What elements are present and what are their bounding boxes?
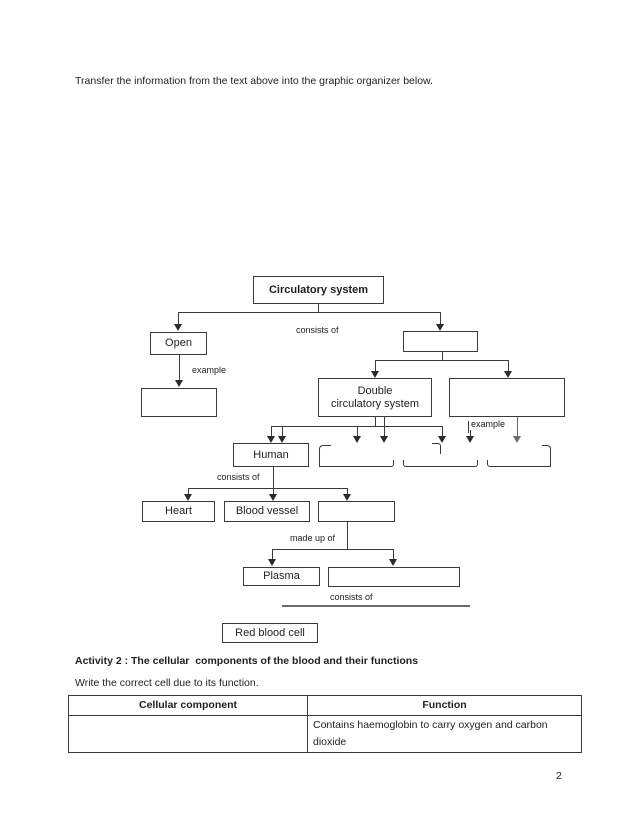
connector-line (347, 489, 348, 495)
answer-line (282, 605, 470, 607)
activity-heading: Activity 2 : The cellular components of … (75, 655, 419, 667)
connector-line (271, 427, 272, 436)
arrow-down-icon (343, 494, 351, 501)
connector-line (517, 417, 518, 436)
connector-line (347, 521, 348, 549)
arrow-down-icon (269, 494, 277, 501)
label-example: example (471, 419, 506, 429)
connector-line (271, 426, 443, 427)
arrow-down-icon (436, 324, 444, 331)
bracket-box-corner (432, 443, 441, 454)
arrow-down-icon (389, 559, 397, 566)
blank-box (141, 388, 217, 417)
label-consists-of: consists of (330, 592, 373, 602)
arrow-down-icon (513, 436, 521, 443)
connector-line (393, 550, 394, 560)
table-cell-function: Contains haemoglobin to carry oxygen and… (307, 715, 582, 753)
arrow-down-icon (353, 436, 361, 443)
connector-line (273, 489, 274, 495)
arrow-down-icon (504, 371, 512, 378)
connector-line (188, 488, 348, 489)
page-number: 2 (556, 770, 562, 782)
connector-line (384, 417, 385, 436)
node-double-circulatory-system: Double circulatory system (318, 378, 432, 417)
bracket-box-segment (403, 460, 478, 467)
connector-line (375, 417, 376, 426)
arrow-down-icon (174, 324, 182, 331)
bracket-box-corner (542, 445, 551, 467)
activity-instruction: Write the correct cell due to its functi… (75, 677, 259, 689)
label-consists-of: consists of (217, 472, 260, 482)
activity-table: Cellular component Function Contains hae… (68, 695, 582, 753)
node-human: Human (233, 443, 309, 467)
node-circulatory-system: Circulatory system (253, 276, 384, 304)
arrow-down-icon (184, 494, 192, 501)
connector-line (272, 549, 394, 550)
connector-line (282, 427, 283, 436)
intro-text: Transfer the information from the text a… (75, 75, 433, 87)
label-consists-of: consists of (296, 325, 339, 335)
connector-line (508, 361, 509, 371)
connector-line (470, 430, 471, 436)
arrow-down-icon (268, 559, 276, 566)
label-example: example (192, 365, 227, 375)
connector-line (468, 421, 469, 433)
connector-line (440, 312, 441, 324)
arrow-down-icon (380, 436, 388, 443)
blank-box (403, 331, 478, 352)
connector-line (357, 427, 358, 436)
arrow-down-icon (371, 371, 379, 378)
connector-line (273, 467, 274, 488)
bracket-box-segment (319, 460, 394, 467)
table-header-function: Function (307, 695, 582, 716)
node-plasma: Plasma (243, 567, 320, 586)
connector-line (375, 360, 509, 361)
blank-box (449, 378, 565, 417)
connector-line (188, 489, 189, 495)
bracket-box-corner (319, 445, 331, 467)
connector-line (178, 312, 179, 324)
node-red-blood-cell: Red blood cell (222, 623, 318, 643)
bracket-box-segment (487, 460, 551, 467)
table-row: Contains haemoglobin to carry oxygen and… (68, 715, 582, 753)
label-made-up-of: made up of (290, 533, 336, 543)
node-blood-vessel: Blood vessel (224, 501, 310, 522)
arrow-down-icon (466, 436, 474, 443)
table-cell-component-blank (68, 715, 308, 753)
arrow-down-icon (438, 436, 446, 443)
connector-line (375, 361, 376, 371)
connector-line (179, 355, 180, 381)
arrow-down-icon (175, 380, 183, 387)
arrow-down-icon (267, 436, 275, 443)
connector-line (442, 427, 443, 436)
connector-line (178, 312, 441, 313)
table-header-cellular-component: Cellular component (68, 695, 308, 716)
connector-line (318, 304, 319, 313)
blank-box (328, 567, 460, 587)
blank-box (318, 501, 395, 522)
node-heart: Heart (142, 501, 215, 522)
node-open: Open (150, 332, 207, 355)
table-header-row: Cellular component Function (68, 695, 582, 716)
connector-line (442, 351, 443, 361)
connector-line (272, 550, 273, 560)
arrow-down-icon (278, 436, 286, 443)
